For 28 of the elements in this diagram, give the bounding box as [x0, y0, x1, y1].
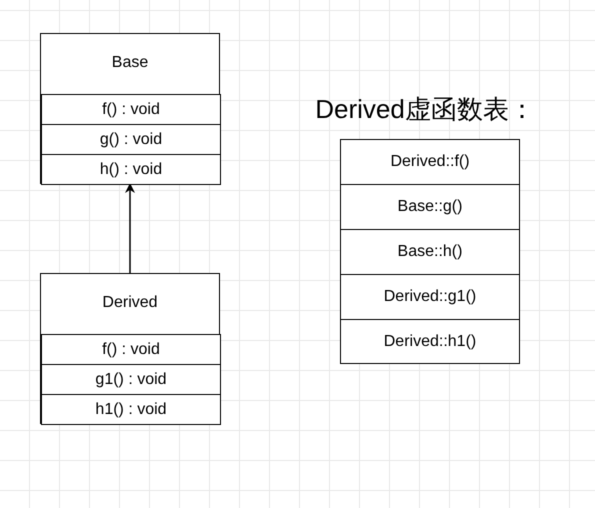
function-entry: Base::h()	[396, 242, 464, 262]
method-signature: g1() : void	[94, 370, 168, 390]
method-row	[41, 124, 221, 155]
table-row	[340, 139, 520, 185]
method-row	[41, 394, 221, 425]
function-entry: Derived::f()	[389, 152, 471, 172]
inheritance-arrow	[125, 183, 135, 273]
function-entry: Base::g()	[396, 197, 464, 217]
method-signature: g() : void	[98, 130, 164, 150]
table-heading: Derived虚函数表：	[314, 92, 536, 126]
class-box	[40, 273, 220, 424]
table-row	[340, 319, 520, 364]
method-row	[41, 154, 221, 185]
method-signature: f() : void	[101, 100, 161, 120]
class-name: Derived	[101, 293, 159, 313]
function-entry: Derived::g1()	[382, 287, 478, 307]
method-row	[41, 364, 221, 395]
function-entry: Derived::h1()	[382, 332, 478, 352]
table-row	[340, 229, 520, 275]
table-row	[340, 274, 520, 320]
method-row	[41, 334, 221, 365]
method-signature: h1() : void	[94, 400, 168, 420]
method-signature: h() : void	[98, 160, 164, 180]
method-row	[41, 94, 221, 125]
class-name: Base	[110, 53, 150, 73]
method-signature: f() : void	[101, 340, 161, 360]
table-row	[340, 184, 520, 230]
class-box	[40, 33, 220, 184]
